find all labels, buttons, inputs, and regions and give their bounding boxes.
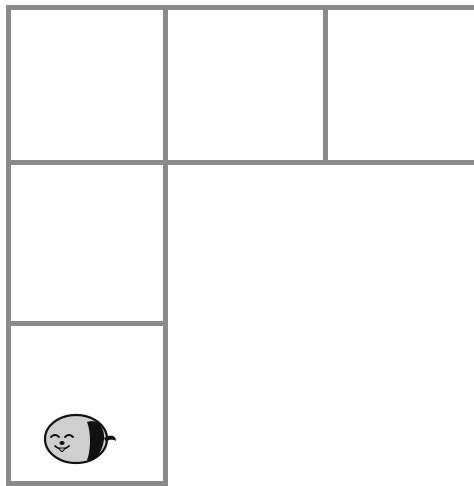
dog-icon[interactable] xyxy=(40,408,120,466)
grid-cell[interactable] xyxy=(163,5,328,165)
grid-cell[interactable] xyxy=(6,160,168,326)
grid-cell[interactable] xyxy=(6,5,168,165)
grid-cell[interactable] xyxy=(323,5,474,165)
